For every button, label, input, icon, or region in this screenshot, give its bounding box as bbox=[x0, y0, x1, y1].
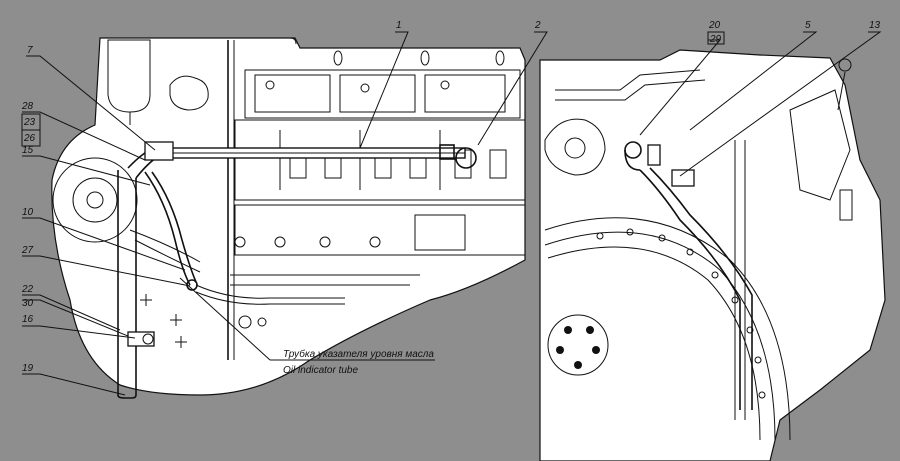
callout-1: 1 bbox=[396, 20, 402, 31]
callout-16: 16 bbox=[22, 314, 34, 325]
callout-26: 26 bbox=[23, 133, 36, 144]
leader-lines bbox=[21, 31, 882, 396]
left-engine-body bbox=[51, 37, 526, 396]
callout-28: 28 bbox=[21, 101, 34, 112]
callout-10: 10 bbox=[22, 207, 34, 218]
callout-23: 23 bbox=[23, 117, 36, 128]
callout-30: 30 bbox=[22, 298, 34, 309]
callout-20: 20 bbox=[708, 20, 721, 31]
callout-5: 5 bbox=[805, 20, 811, 31]
caption-ru: Трубка указателя уровня масла bbox=[283, 348, 434, 360]
callout-13: 13 bbox=[869, 20, 881, 31]
oil-tube-caption: Трубка указателя уровня масла Oil indica… bbox=[283, 348, 434, 376]
left-engine-view bbox=[51, 37, 526, 399]
callout-2: 2 bbox=[534, 20, 541, 31]
callout-7: 7 bbox=[27, 45, 33, 56]
callout-29: 29 bbox=[709, 34, 722, 45]
callout-19: 19 bbox=[22, 363, 34, 374]
caption-en: Oil indicator tube bbox=[283, 365, 358, 376]
callout-labels: 1 2 7 28 23 26 15 10 27 22 30 16 19 20 2… bbox=[21, 20, 881, 374]
callout-15: 15 bbox=[22, 145, 34, 156]
callout-27: 27 bbox=[21, 245, 34, 256]
right-engine-view bbox=[539, 49, 886, 461]
callout-22: 22 bbox=[21, 284, 34, 295]
